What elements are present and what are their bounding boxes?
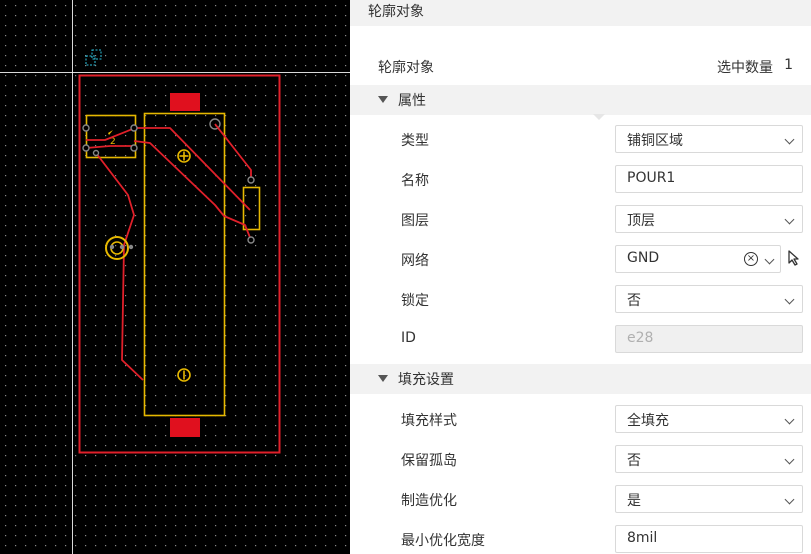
locked-select[interactable]: 否 bbox=[615, 285, 803, 313]
section-properties[interactable]: 属性 bbox=[350, 85, 811, 115]
properties-panel: 轮廓对象 轮廓对象 选中数量 1 属性 类型 铺铜区域 名称 POUR1 图层 … bbox=[350, 0, 811, 554]
resistor-body[interactable] bbox=[242, 186, 261, 231]
vias bbox=[82, 124, 255, 244]
polarity-minus-icon bbox=[177, 368, 191, 382]
chevron-down-icon bbox=[784, 214, 795, 225]
id-value: e28 bbox=[627, 330, 654, 346]
row-type: 类型 铺铜区域 bbox=[350, 120, 811, 160]
pcb-canvas[interactable]: 2 bbox=[0, 0, 350, 554]
mount-hole bbox=[209, 118, 221, 130]
chevron-down-icon bbox=[784, 454, 795, 465]
chevron-down-icon bbox=[784, 494, 795, 505]
collapse-triangle-icon[interactable] bbox=[378, 375, 388, 382]
small-component[interactable] bbox=[85, 114, 137, 159]
origin-marker-icon bbox=[85, 49, 102, 66]
component-body[interactable] bbox=[143, 112, 226, 417]
selected-count: 1 bbox=[784, 57, 793, 73]
chevron-down-icon bbox=[764, 254, 775, 265]
row-net: 网络 GND × bbox=[350, 240, 811, 280]
small-component-marker bbox=[108, 130, 113, 135]
pick-net-cursor-icon[interactable] bbox=[787, 250, 801, 266]
locked-label: 锁定 bbox=[401, 293, 429, 309]
type-label: 类型 bbox=[401, 133, 429, 149]
id-input: e28 bbox=[615, 325, 803, 353]
row-fill-style: 填充样式 全填充 bbox=[350, 400, 811, 440]
net-value: GND bbox=[627, 250, 660, 266]
name-input[interactable]: POUR1 bbox=[615, 165, 803, 193]
net-select[interactable]: GND × bbox=[615, 245, 781, 273]
layer-select[interactable]: 顶层 bbox=[615, 205, 803, 233]
top-pad[interactable] bbox=[170, 93, 200, 111]
chevron-down-icon bbox=[784, 134, 795, 145]
keep-islands-select[interactable]: 否 bbox=[615, 445, 803, 473]
keep-islands-label: 保留孤岛 bbox=[401, 453, 457, 469]
name-value: POUR1 bbox=[627, 170, 676, 186]
layer-label: 图层 bbox=[401, 213, 429, 229]
clear-circle-icon[interactable]: × bbox=[744, 252, 758, 266]
polarity-plus-icon bbox=[177, 149, 191, 163]
row-layer: 图层 顶层 bbox=[350, 200, 811, 240]
pointer-tip-icon bbox=[593, 114, 605, 120]
row-manufacturing-opt: 制造优化 是 bbox=[350, 480, 811, 520]
pour-outline[interactable] bbox=[78, 74, 281, 454]
manufacturing-opt-label: 制造优化 bbox=[401, 493, 457, 509]
panel-title: 轮廓对象 bbox=[368, 4, 424, 20]
chevron-down-icon bbox=[784, 294, 795, 305]
net-label: 网络 bbox=[401, 253, 429, 269]
row-name: 名称 POUR1 bbox=[350, 160, 811, 200]
section-fill-settings[interactable]: 填充设置 bbox=[350, 364, 811, 394]
fill-style-label: 填充样式 bbox=[401, 413, 457, 429]
panel-header: 轮廓对象 bbox=[350, 0, 811, 26]
small-component-glyph: 2 bbox=[110, 137, 116, 147]
type-value: 铺铜区域 bbox=[627, 133, 683, 149]
section-title: 填充设置 bbox=[398, 372, 454, 388]
id-label: ID bbox=[401, 330, 416, 346]
min-opt-width-input[interactable]: 8mil bbox=[615, 525, 803, 553]
layer-value: 顶层 bbox=[627, 213, 655, 229]
row-id: ID e28 bbox=[350, 320, 811, 360]
locked-value: 否 bbox=[627, 293, 641, 309]
row-keep-islands: 保留孤岛 否 bbox=[350, 440, 811, 480]
test-point[interactable] bbox=[105, 236, 134, 260]
bottom-pad[interactable] bbox=[170, 418, 200, 437]
selected-count-label: 选中数量 bbox=[717, 60, 773, 76]
row-min-opt-width: 最小优化宽度 8mil bbox=[350, 520, 811, 554]
fill-style-value: 全填充 bbox=[627, 413, 669, 429]
row-locked: 锁定 否 bbox=[350, 280, 811, 320]
selection-summary: 轮廓对象 选中数量 1 bbox=[350, 52, 811, 80]
name-label: 名称 bbox=[401, 173, 429, 189]
object-type-label: 轮廓对象 bbox=[378, 60, 434, 76]
grid-dots bbox=[0, 0, 350, 554]
chevron-down-icon bbox=[784, 414, 795, 425]
min-opt-width-value: 8mil bbox=[627, 530, 658, 546]
fill-style-select[interactable]: 全填充 bbox=[615, 405, 803, 433]
keep-islands-value: 否 bbox=[627, 453, 641, 469]
min-opt-width-label: 最小优化宽度 bbox=[401, 533, 485, 549]
section-title: 属性 bbox=[398, 93, 426, 109]
type-select[interactable]: 铺铜区域 bbox=[615, 125, 803, 153]
collapse-triangle-icon[interactable] bbox=[378, 96, 388, 103]
manufacturing-opt-value: 是 bbox=[627, 493, 641, 509]
manufacturing-opt-select[interactable]: 是 bbox=[615, 485, 803, 513]
